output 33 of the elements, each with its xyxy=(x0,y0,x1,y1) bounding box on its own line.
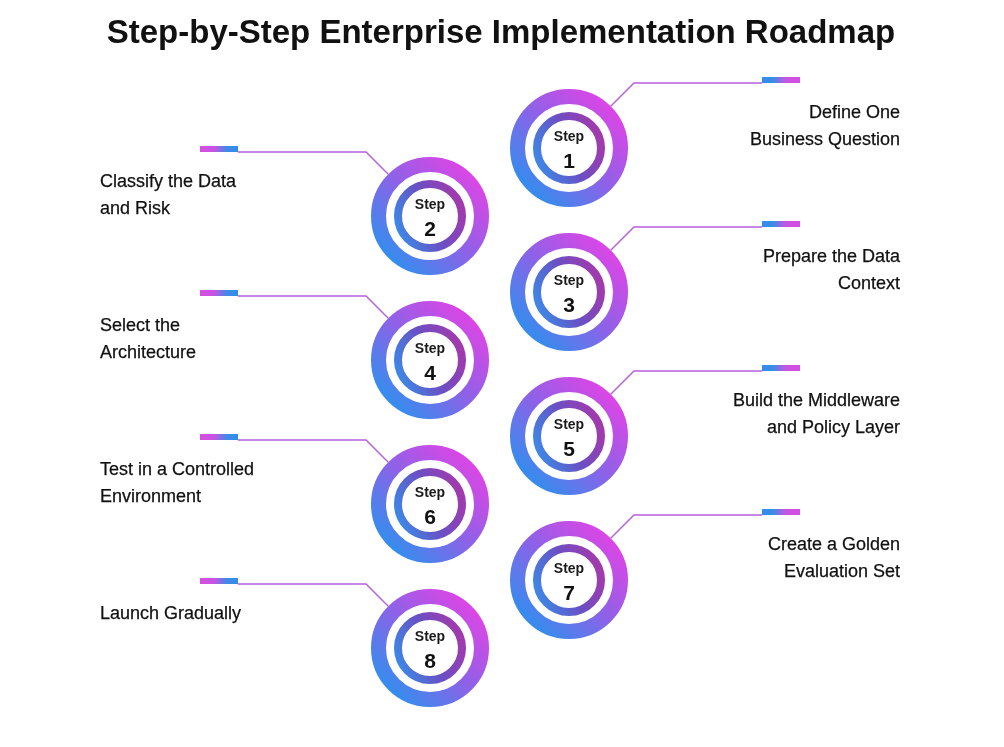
leader-line xyxy=(237,583,389,607)
step-description: Launch Gradually xyxy=(100,602,243,625)
diagram-title: Step-by-Step Enterprise Implementation Roadmap xyxy=(106,13,896,51)
step-label: Step xyxy=(414,196,446,212)
step-number: 5 xyxy=(563,436,575,460)
step-description: Define One Business Question xyxy=(748,101,900,151)
step-number: 2 xyxy=(424,216,436,240)
step-label: Step xyxy=(553,272,585,288)
step-description: Prepare the Data Context xyxy=(761,245,900,295)
leader-line xyxy=(237,151,389,175)
step-label: Step xyxy=(414,340,446,356)
step-label: Step xyxy=(414,628,446,644)
step-description: Build the Middleware and Policy Layer xyxy=(731,389,900,439)
leader-line xyxy=(610,514,763,539)
leader-line xyxy=(610,370,763,395)
step-label: Step xyxy=(553,560,585,576)
step-number: 4 xyxy=(424,360,436,384)
step-label: Step xyxy=(414,484,446,500)
step-description: Create a Golden Evaluation Set xyxy=(766,533,900,583)
step-number: 6 xyxy=(424,504,436,528)
leader-line xyxy=(237,439,389,463)
step-description: Classify the Data and Risk xyxy=(100,170,238,220)
step-label: Step xyxy=(553,128,585,144)
leader-line xyxy=(237,295,389,319)
step-description: Test in a Controlled Environment xyxy=(100,458,256,508)
step-description: Select the Architecture xyxy=(100,314,198,364)
leader-line xyxy=(610,82,763,107)
step-number: 1 xyxy=(563,148,575,172)
step-label: Step xyxy=(553,416,585,432)
leader-line xyxy=(610,226,763,251)
step-number: 3 xyxy=(563,292,575,316)
step-number: 7 xyxy=(563,580,575,604)
step-number: 8 xyxy=(424,648,436,672)
